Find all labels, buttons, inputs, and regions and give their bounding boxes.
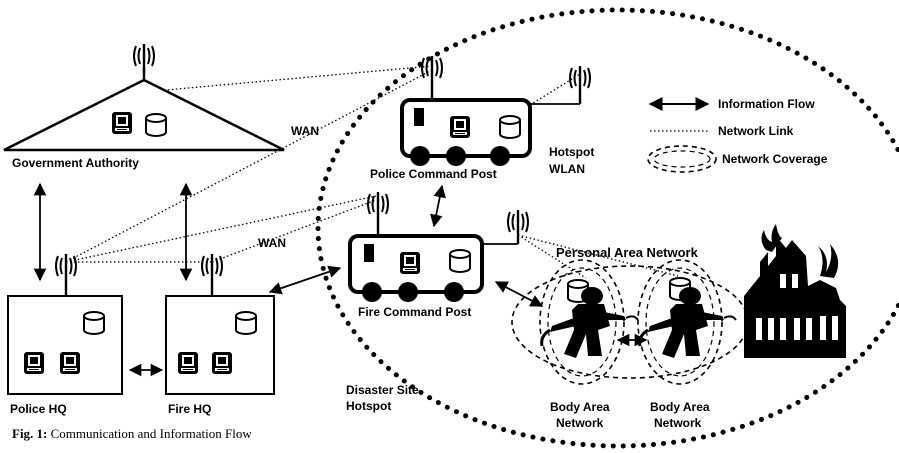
body-area-network-coverage-left	[539, 259, 625, 385]
legend-network-link-label: Network Link	[718, 124, 794, 138]
police-post-computer-icon	[450, 116, 470, 138]
fire-post-database-icon	[449, 249, 471, 273]
disaster-site-label-1: Disaster Site	[346, 383, 419, 397]
fire-hq-database-icon	[235, 311, 257, 335]
fire-command-post-label: Fire Command Post	[358, 305, 471, 319]
body-area-network-left-label-1: Body Area	[550, 400, 610, 414]
police-hq-computer-icon	[24, 352, 44, 374]
figure-caption-prefix: Fig. 1:	[12, 426, 48, 441]
police-hq-computer-icon-2	[60, 352, 80, 374]
fire-hq-computer-icon	[178, 352, 198, 374]
police-hq-database-icon	[83, 311, 105, 335]
body-area-network-coverage-left-inner	[547, 267, 617, 377]
network-links	[65, 65, 679, 279]
government-authority-building	[3, 42, 285, 152]
fire-post-wlan-antenna-icon	[506, 208, 530, 240]
legend-network-coverage-label: Network Coverage	[722, 152, 828, 166]
information-flow-arrows	[33, 182, 648, 377]
legend-network-coverage-inner	[653, 150, 711, 168]
government-authority-label: Government Authority	[12, 156, 139, 170]
government-antenna-icon	[132, 42, 156, 74]
fire-hq-building	[165, 252, 275, 395]
body-area-network-right-label-2: Network	[654, 416, 702, 430]
police-hq-antenna-icon	[54, 252, 78, 284]
legend-information-flow-label: Information Flow	[718, 97, 815, 111]
disaster-site-label-2: Hotspot	[346, 399, 391, 413]
fire-command-post-vehicle	[348, 190, 484, 302]
police-command-post-vehicle	[400, 54, 532, 166]
fire-hq-label: Fire HQ	[168, 402, 211, 416]
wan-label-top: WAN	[291, 124, 319, 138]
body-area-network-coverage-right-inner	[645, 267, 715, 377]
wan-label-mid: WAN	[258, 236, 286, 250]
legend-network-coverage-symbol	[647, 145, 717, 173]
police-command-post-label: Police Command Post	[370, 167, 497, 181]
police-hq-label: Police HQ	[10, 402, 67, 416]
government-database-icon	[145, 113, 167, 137]
body-area-network-right-label-1: Body Area	[650, 400, 710, 414]
police-hq-building	[7, 252, 123, 395]
figure-caption-text: Communication and Information Flow	[47, 426, 252, 441]
fire-post-antenna-icon	[366, 190, 390, 222]
government-computer-icon	[112, 112, 132, 134]
body-area-network-left-label-2: Network	[556, 416, 604, 430]
body-area-network-coverage-right	[637, 259, 723, 385]
legend: Information Flow Network Link Network Co…	[647, 97, 828, 173]
fire-post-computer-icon	[400, 252, 420, 274]
figure-caption: Fig. 1: Communication and Information Fl…	[12, 426, 252, 442]
disaster-site-coverage	[315, 7, 899, 449]
police-post-antenna-icon	[420, 54, 444, 86]
burning-building-icon	[744, 224, 846, 358]
hotspot-wlan-label-2: WLAN	[549, 162, 585, 176]
fire-hq-antenna-icon	[200, 252, 224, 284]
personal-area-network-label: Personal Area Network	[556, 245, 699, 260]
fire-hq-computer-icon-2	[212, 352, 232, 374]
hotspot-wlan-antenna-icon	[568, 64, 592, 96]
hotspot-wlan-label-1: Hotspot	[549, 145, 594, 159]
police-post-database-icon	[499, 115, 521, 139]
